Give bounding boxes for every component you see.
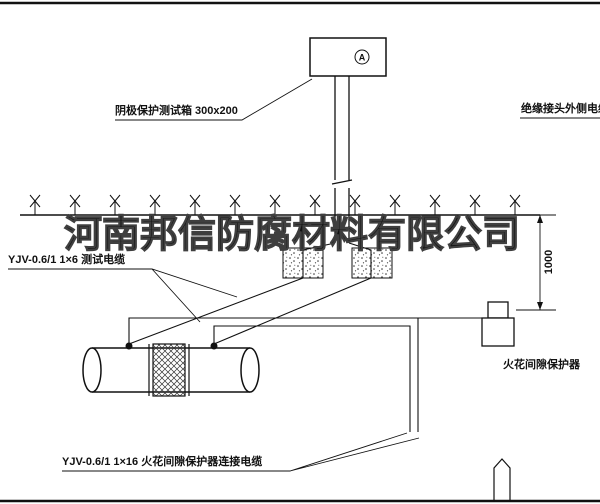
spark-gap-protector-label: 火花间隙保护器 (503, 357, 581, 371)
insulating-joint-flanges (148, 344, 190, 396)
spark-gap-cable-runs (128, 317, 482, 432)
test-box-mark-circle (354, 49, 370, 65)
grounding-stake-symbol (493, 458, 511, 502)
watermark-text: 河南邦信防腐材料有限公司 (64, 214, 520, 256)
test-box (309, 37, 387, 77)
concrete-block-right (351, 247, 393, 279)
insulating-joint (152, 343, 186, 397)
test-box-mark: A (359, 53, 366, 63)
leader-test-cable-label (8, 268, 238, 323)
pipe (82, 343, 260, 397)
dimension-1000-value: 1000 (543, 250, 555, 274)
cable-connection-dot-right (210, 342, 218, 350)
spark-gap-cable-label: YJV-0.6/1 1×16 火花间隙保护器连接电缆 (62, 454, 262, 468)
leader-spark-gap-cable-label (62, 432, 420, 472)
insulation-cable-label: 绝缘接头外侧电缆 (521, 101, 600, 115)
cable-connection-dot-left (125, 342, 133, 350)
spark-gap-protector (481, 301, 515, 347)
conduit (331, 76, 353, 243)
dimension-1000: 1000 (516, 214, 556, 311)
pipe-end-right (240, 347, 260, 393)
leader-test-box-label (115, 78, 313, 121)
test-cable-label: YJV-0.6/1 1×6 测试电缆 (8, 252, 125, 266)
pipe-end-left (82, 347, 102, 393)
test-cables (128, 242, 372, 345)
ground-hatch-symbols (29, 194, 521, 215)
test-box-label: 阴极保护测试箱 300x200 (115, 103, 238, 117)
